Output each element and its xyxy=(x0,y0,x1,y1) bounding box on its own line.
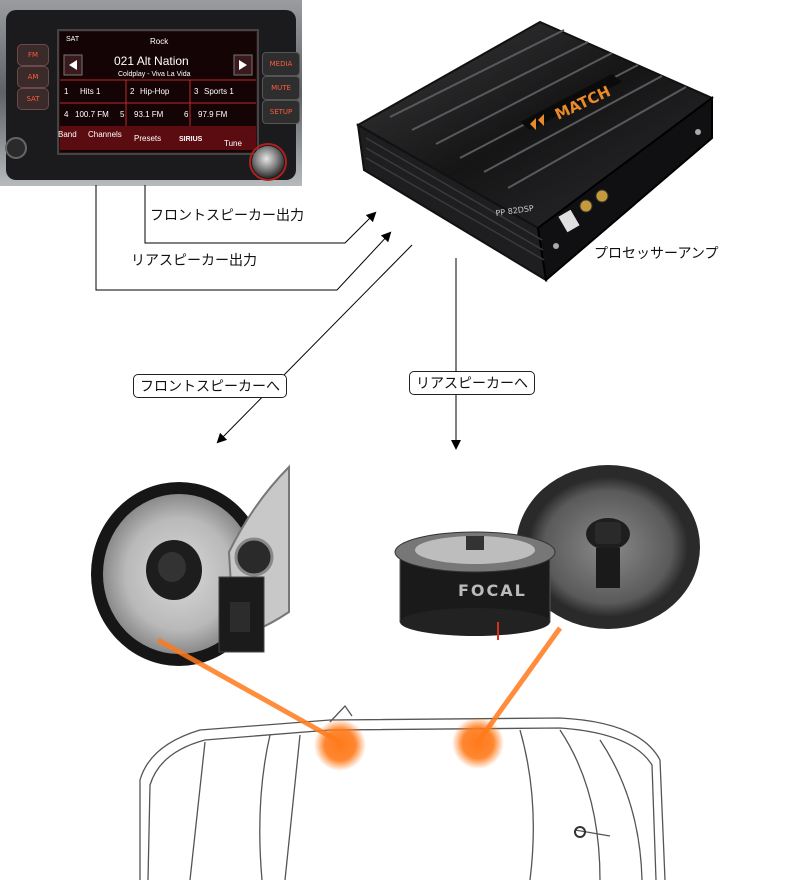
preset-2-num: 2 xyxy=(130,87,135,96)
preset-2-name[interactable]: Hip-Hop xyxy=(140,87,170,96)
rca-connector-icon xyxy=(579,199,593,213)
car-outline xyxy=(139,704,666,881)
mute-button[interactable]: MUTE xyxy=(262,76,300,100)
head-unit-stereo: FM AM SAT MEDIA MUTE SETUP SAT Rock 021 … xyxy=(0,0,302,186)
processor-amp-label: プロセッサーアンプ xyxy=(594,246,719,262)
bar-sirius[interactable]: SIRIUS xyxy=(179,136,203,143)
bar-tune[interactable]: Tune xyxy=(224,139,242,148)
front-output-label: フロントスピーカー出力 xyxy=(150,208,304,224)
rear-speaker-position-marker xyxy=(452,717,504,769)
front-output-line xyxy=(144,185,377,244)
preset-1-name[interactable]: Hits 1 xyxy=(80,87,101,96)
head-unit-body xyxy=(0,0,302,186)
rear-output-line xyxy=(95,185,392,291)
rear-output-label: リアスピーカー出力 xyxy=(131,253,257,269)
door-handle-icon xyxy=(574,826,586,838)
bar-band[interactable]: Band xyxy=(58,130,77,139)
screen-genre: Rock xyxy=(150,37,169,46)
preset-4-num: 4 xyxy=(64,110,69,119)
setup-button[interactable]: SETUP xyxy=(262,100,300,124)
preset-5-num: 5 xyxy=(120,110,125,119)
preset-3-name[interactable]: Sports 1 xyxy=(204,87,234,96)
to-front-speaker-label: フロントスピーカーへ xyxy=(133,374,287,398)
processor-amplifier: MATCH PP 82DSP xyxy=(355,20,714,282)
usb-port-icon xyxy=(558,209,580,233)
to-rear-speaker-label: リアスピーカーへ xyxy=(409,371,535,395)
preset-6-name[interactable]: 97.9 FM xyxy=(198,110,228,119)
preset-3-num: 3 xyxy=(194,87,199,96)
front-component-speaker xyxy=(91,464,290,666)
preset-4-name[interactable]: 100.7 FM xyxy=(75,110,109,119)
bar-channels[interactable]: Channels xyxy=(88,130,122,139)
signal-lines xyxy=(95,185,461,450)
preset-1-num: 1 xyxy=(64,87,69,96)
rca-connector-icon xyxy=(595,189,609,203)
speaker-brand-logo: FOCAL xyxy=(458,581,527,600)
to-front-line xyxy=(216,244,413,444)
rear-coaxial-speakers: FOCAL xyxy=(394,465,700,640)
media-button[interactable]: MEDIA xyxy=(262,52,300,76)
preset-6-num: 6 xyxy=(184,110,189,119)
preset-5-name[interactable]: 93.1 FM xyxy=(134,110,164,119)
sat-button[interactable]: SAT xyxy=(17,88,49,110)
screen-track: Coldplay - Viva La Vida xyxy=(118,71,191,78)
screen-station: 021 Alt Nation xyxy=(114,54,189,68)
screen-band: SAT xyxy=(66,36,80,43)
am-button[interactable]: AM xyxy=(17,66,49,88)
fm-button[interactable]: FM xyxy=(17,44,49,66)
bar-presets[interactable]: Presets xyxy=(134,134,162,143)
front-speaker-position-marker xyxy=(314,719,366,771)
